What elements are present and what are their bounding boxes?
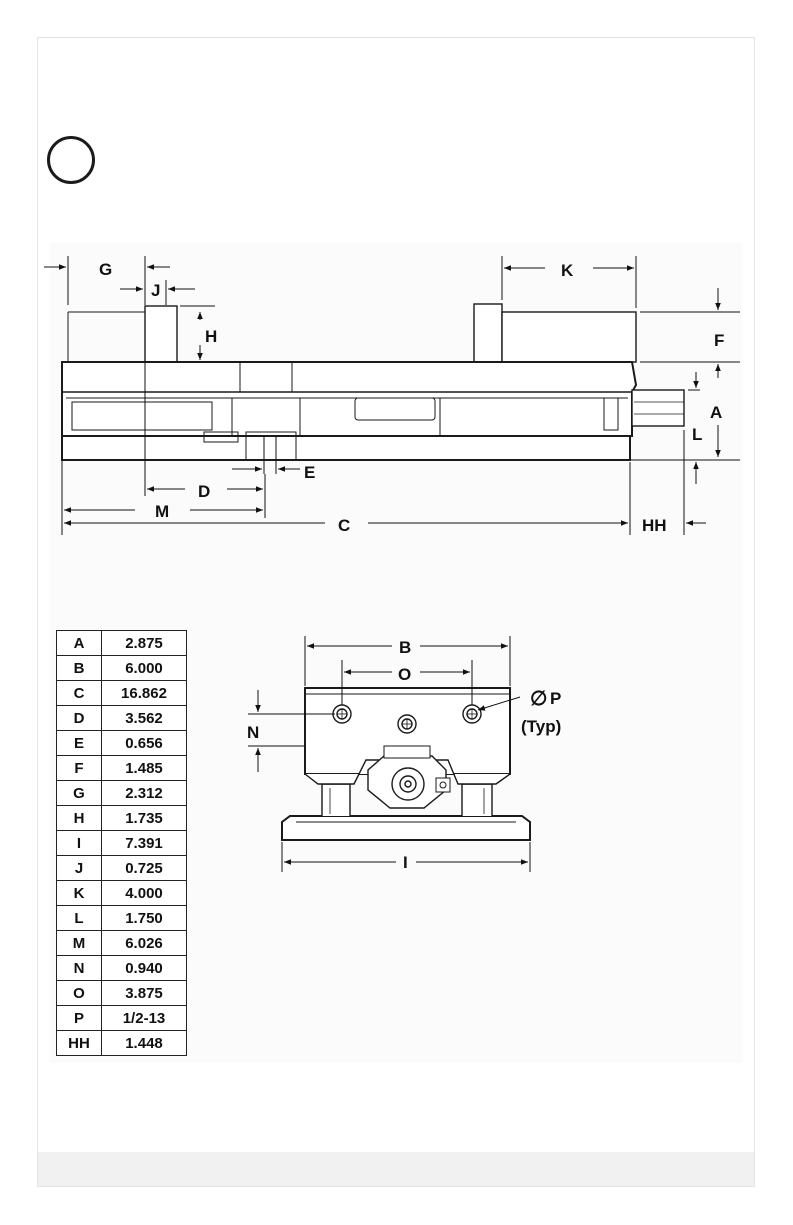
label-D: D	[198, 482, 210, 501]
dim-value: 1.735	[102, 806, 187, 831]
label-K: K	[561, 261, 574, 280]
dim-label: E	[57, 731, 102, 756]
end-view-vise	[282, 688, 530, 840]
label-P: P	[550, 689, 561, 708]
label-E: E	[304, 463, 315, 482]
dim-value: 7.391	[102, 831, 187, 856]
dim-label: J	[57, 856, 102, 881]
label-typ: (Typ)	[521, 717, 561, 736]
dim-value: 6.000	[102, 656, 187, 681]
label-F: F	[714, 331, 724, 350]
dim-value: 2.312	[102, 781, 187, 806]
dim-value: 1/2-13	[102, 1006, 187, 1031]
label-HH: HH	[642, 516, 667, 535]
diameter-symbol: ∅	[530, 688, 547, 710]
dim-label: N	[57, 956, 102, 981]
dim-label: P	[57, 1006, 102, 1031]
label-G: G	[99, 260, 112, 279]
dim-value: 2.875	[102, 631, 187, 656]
label-J: J	[151, 281, 160, 300]
dim-value: 0.725	[102, 856, 187, 881]
dim-label: M	[57, 931, 102, 956]
label-A: A	[710, 403, 722, 422]
dim-value: 0.940	[102, 956, 187, 981]
dim-label: HH	[57, 1031, 102, 1056]
dim-label: L	[57, 906, 102, 931]
dim-value: 1.448	[102, 1031, 187, 1056]
dim-label: H	[57, 806, 102, 831]
label-L: L	[692, 425, 702, 444]
dim-label: B	[57, 656, 102, 681]
dim-value: 6.026	[102, 931, 187, 956]
dim-value: 16.862	[102, 681, 187, 706]
dim-value: 1.485	[102, 756, 187, 781]
label-B: B	[399, 638, 411, 657]
dim-label: O	[57, 981, 102, 1006]
dim-value: 1.750	[102, 906, 187, 931]
label-H: H	[205, 327, 217, 346]
dim-value: 0.656	[102, 731, 187, 756]
side-view-vise	[62, 304, 684, 460]
dim-value: 3.562	[102, 706, 187, 731]
dim-label: A	[57, 631, 102, 656]
label-M: M	[155, 502, 169, 521]
dim-label: D	[57, 706, 102, 731]
dim-label: C	[57, 681, 102, 706]
label-N: N	[247, 723, 259, 742]
dim-label: F	[57, 756, 102, 781]
dim-label: K	[57, 881, 102, 906]
dim-label: I	[57, 831, 102, 856]
dim-value: 4.000	[102, 881, 187, 906]
dim-label: G	[57, 781, 102, 806]
label-C: C	[338, 516, 350, 535]
dim-value: 3.875	[102, 981, 187, 1006]
label-I: I	[403, 853, 408, 872]
label-O: O	[398, 665, 411, 684]
